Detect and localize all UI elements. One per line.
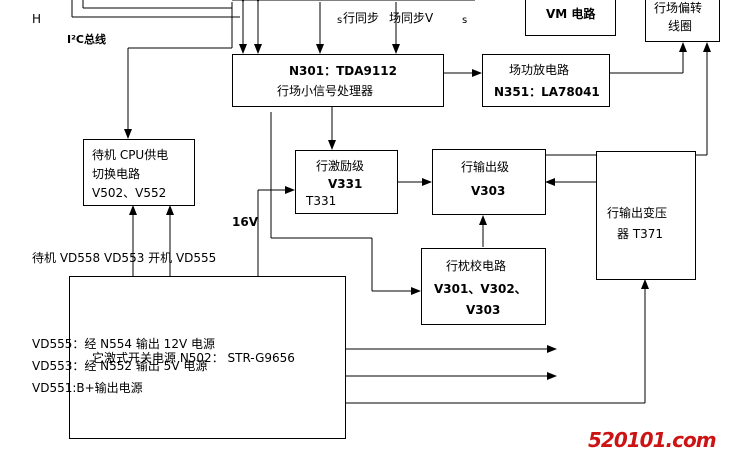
- line-driver-box: 行激励级 V331 T331: [295, 150, 398, 214]
- pincushion-transistors: V301、V302、: [434, 282, 527, 296]
- flyback-label-2: 器 T371: [617, 227, 664, 241]
- n301-desc: 行场小信号处理器: [277, 84, 374, 98]
- yoke-label-1: 行场偏转: [654, 1, 703, 15]
- psu-box: [69, 276, 346, 439]
- pincushion-box: 行枕校电路 V301、V302、 V303: [421, 248, 546, 325]
- line-output-transistor: V303: [471, 184, 506, 198]
- vm-circuit-box: VM 电路: [525, 0, 616, 36]
- i2c-bus-label: I²C总线: [67, 33, 106, 46]
- vm-label: VM 电路: [546, 7, 596, 21]
- standby-cpu-box: 待机 CPU供电 切换电路 V502、V552: [83, 139, 195, 206]
- field-amp-ic: N351：LA78041: [494, 85, 600, 99]
- standby-cpu-label-2: 切换电路: [92, 167, 141, 181]
- standby-cpu-label-3: V502、V552: [92, 186, 167, 200]
- psu-title: 它激式开关电源 N502： STR-G9656: [92, 351, 295, 365]
- psu-output-bplus: VD551:B+输出电源: [32, 381, 143, 395]
- h-label: H: [32, 12, 42, 26]
- line-output-box: 行输出级 V303: [432, 149, 546, 215]
- line-sync-label: 行同步: [343, 11, 380, 25]
- line-driver-label: 行激励级: [316, 159, 365, 173]
- n301-label: N301：TDA9112: [289, 64, 397, 78]
- yoke-label-2: 线圈: [668, 19, 693, 33]
- psu-output-12v: VD555：经 N554 输出 12V 电源: [32, 337, 215, 351]
- standby-diodes-label: 待机 VD558 VD553 开机 VD555: [32, 251, 217, 265]
- watermark-logo: 520101.com: [588, 428, 717, 452]
- line-output-label: 行输出级: [461, 160, 510, 174]
- line-driver-transformer: T331: [306, 194, 337, 208]
- field-amp-box: 场功放电路 N351：LA78041: [482, 54, 610, 107]
- deflection-yoke-box: 行场偏转 线圈: [645, 0, 720, 42]
- pincushion-label: 行枕校电路: [446, 259, 507, 273]
- flyback-transformer-box: 行输出变压 器 T371: [596, 151, 696, 280]
- s-label-2: s: [462, 15, 468, 26]
- psu-output-5v: VD553：经 N552 输出 5V 电源: [32, 359, 208, 373]
- n301-processor-box: N301：TDA9112 行场小信号处理器: [232, 54, 444, 107]
- field-amp-label: 场功放电路: [509, 63, 570, 77]
- s-label-1: s: [337, 15, 343, 26]
- pincushion-transistor-3: V303: [466, 303, 501, 317]
- line-driver-transistor: V331: [328, 177, 363, 191]
- field-sync-label: 场同步V: [389, 11, 434, 25]
- 16v-label: 16V: [232, 215, 258, 229]
- standby-cpu-label-1: 待机 CPU供电: [92, 148, 169, 162]
- flyback-label-1: 行输出变压: [607, 206, 668, 220]
